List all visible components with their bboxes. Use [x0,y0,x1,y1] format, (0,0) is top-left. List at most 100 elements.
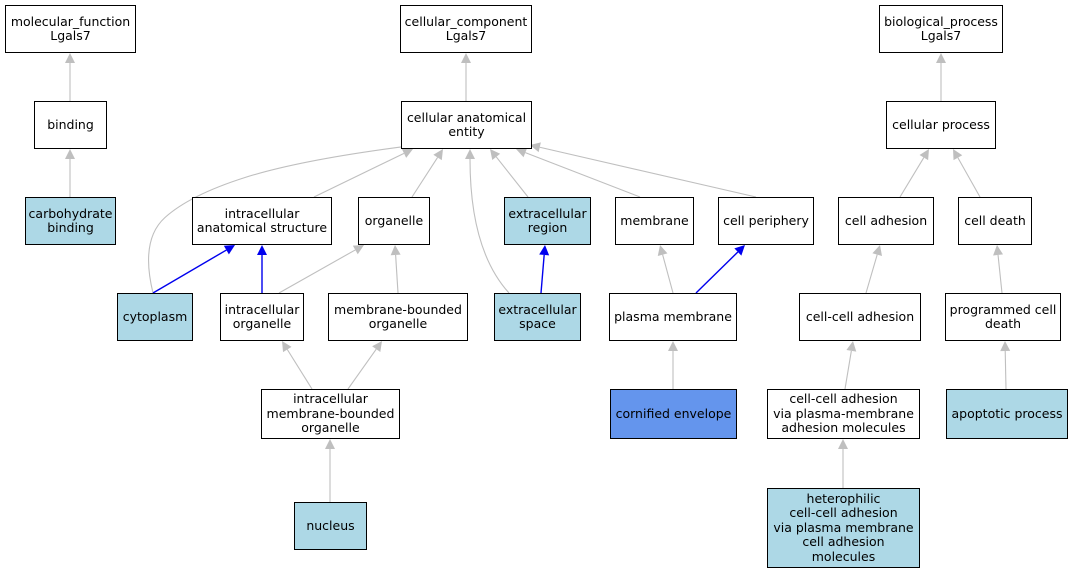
edge-cornified-to-pm [668,341,678,389]
go-term-imbo: intracellular membrane-bounded organelle [261,389,400,439]
arrowhead-icon [838,439,848,449]
go-term-label: binding [47,116,94,132]
edge-death-to-cp [953,149,981,198]
edge-pm-to-membrane [657,245,674,294]
arrowhead-icon [325,439,335,449]
edge-nucleus-to-imbo [325,439,335,502]
go-term-death: cell death [958,197,1032,245]
go-term-label: cell death [964,212,1026,228]
go-term-label: cornified envelope [615,405,732,421]
edge-line [525,152,641,198]
edge-ccapm-to-cca [844,341,857,390]
edge-pcd-to-death [993,245,1004,294]
arrowhead-icon [919,149,929,161]
go-term-pcd: programmed cell death [945,293,1061,341]
edge-line [957,157,981,198]
edge-line [997,254,1003,294]
edge-cca-to-adhesion [865,245,882,294]
go-term-label: cytoplasm [122,308,188,324]
arrowhead-icon [539,245,550,256]
arrowhead-icon [516,147,528,158]
arrowhead-icon [282,341,292,353]
go-term-label: extracellular space [498,301,577,331]
edge-cytoplasm-to-ias [152,245,235,294]
arrowhead-icon [465,149,475,159]
arrowhead-icon [433,149,443,161]
edge-line [662,254,674,294]
edge-adhesion-to-cp [899,149,929,198]
edge-line [395,254,399,294]
go-term-label: extracellular region [508,205,587,235]
go-term-io: intracellular organelle [220,293,304,341]
go-term-ccapm: cell-cell adhesion via plasma-membrane a… [767,389,920,439]
go-term-label: apoptotic process [951,405,1063,421]
edge-organelle-to-cae [411,149,443,198]
go-term-ecr: extracellular region [504,197,591,245]
edge-line [148,145,407,294]
arrowhead-icon [352,245,364,255]
go-term-adhesion: cell adhesion [838,197,934,245]
go-term-label: intracellular anatomical structure [196,205,328,235]
edge-line [495,156,529,198]
go-term-mf-root: molecular_function Lgals7 [5,5,136,53]
edge-line [347,348,377,390]
go-term-organelle: organelle [358,197,430,245]
edge-hetero-to-ccapm [838,439,848,488]
go-term-ias: intracellular anatomical structure [192,197,332,245]
arrowhead-icon [936,53,946,63]
arrowhead-icon [530,142,541,153]
arrowhead-icon [1000,341,1011,352]
edge-membrane-to-cae [516,147,641,198]
go-term-pm: plasma membrane [609,293,737,341]
arrowhead-icon [461,53,471,63]
arrowhead-icon [401,148,413,158]
edge-line [313,152,405,198]
edge-ecs-to-ecr [539,245,550,294]
edge-imbo-to-mbo [347,341,382,390]
edge-line [286,349,313,390]
go-term-label: carbohydrate binding [28,205,113,235]
go-term-label: membrane-bounded organelle [334,301,462,331]
edge-line [540,254,545,294]
edge-ias-to-cae [313,148,413,198]
arrowhead-icon [65,53,75,63]
arrowhead-icon [372,341,382,353]
go-term-nucleus: nucleus [294,502,367,550]
edge-ecr-to-cae [490,149,529,198]
go-term-binding: binding [34,101,107,149]
go-term-label: cell-cell adhesion [805,308,915,324]
go-term-label: programmed cell death [949,301,1057,331]
edge-line [695,251,739,294]
arrowhead-icon [390,245,401,256]
arrowhead-icon [668,341,678,351]
go-term-label: cellular_component Lgals7 [404,13,528,43]
arrowhead-icon [993,245,1004,256]
edge-pm-to-periphery [695,245,745,294]
edge-line [278,249,356,294]
go-term-cae: cellular anatomical entity [401,101,532,149]
edge-periphery-to-cae [530,142,757,198]
go-term-label: biological_process Lgals7 [884,13,998,43]
arrowhead-icon [657,245,668,256]
edge-ecs-to-cae [465,149,510,294]
go-term-cp: cellular process [886,101,996,149]
edge-cae-to-cc_root [461,53,471,101]
go-term-cytoplasm: cytoplasm [117,293,193,341]
edge-binding-to-mf_root [65,53,75,101]
go-term-cca: cell-cell adhesion [799,293,921,341]
go-term-label: cellular process [892,116,990,132]
edge-line [152,249,227,294]
arrowhead-icon [490,149,501,160]
arrowhead-icon [846,341,857,352]
arrowhead-icon [65,149,75,159]
arrowhead-icon [734,245,745,256]
edge-line [469,158,510,294]
edge-cp-to-bp_root [936,53,946,101]
go-term-cornified: cornified envelope [610,389,737,439]
go-term-periphery: cell periphery [718,197,814,245]
edge-mbo-to-organelle [390,245,401,294]
go-term-membrane: membrane [615,197,694,245]
edge-line [844,350,852,390]
